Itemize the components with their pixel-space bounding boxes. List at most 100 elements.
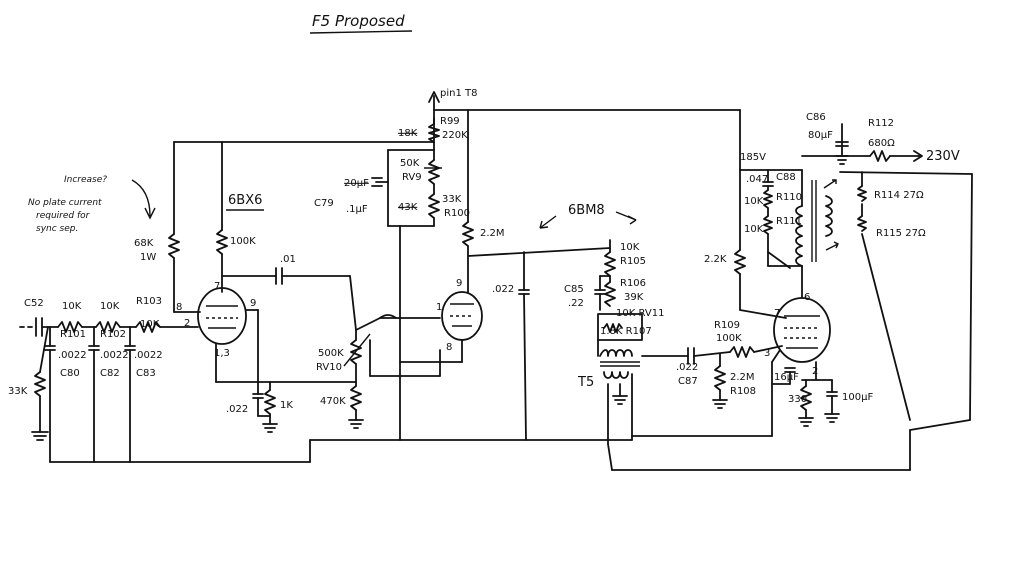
r99-label: R99	[440, 116, 460, 127]
c83-value: .0022	[134, 350, 163, 361]
c87-label: C87	[678, 376, 698, 387]
r101-value: 10K	[62, 301, 82, 312]
r115-label: R115 27Ω	[876, 228, 926, 239]
r105-value: 10K	[620, 242, 640, 253]
tube-6bx6-pin-9: 9	[250, 298, 256, 309]
schematic-title: F5 Proposed	[312, 12, 405, 30]
t5-transformer-secondary	[603, 371, 629, 379]
rv9-label: RV9	[402, 172, 422, 183]
c86-value: 80µF	[808, 130, 833, 141]
r22k-label: 2.2K	[704, 254, 727, 265]
tube-6bm8-pin-6: 6	[804, 292, 810, 303]
ground-icon	[262, 423, 278, 433]
r108-label: R108	[730, 386, 756, 397]
stage-6bm8: 2.2K 6 7 3 2 16µF 330 100µF	[631, 109, 973, 471]
arrow-icon	[825, 241, 839, 251]
tube-triode-pin-9: 9	[456, 278, 462, 289]
r110-label: R110	[776, 192, 802, 203]
tube-6bm8	[773, 297, 831, 363]
tube-6bm8-pin-7: 7	[774, 308, 780, 319]
v185-label: 185V	[740, 152, 766, 163]
r106-label: R106	[620, 278, 646, 289]
pin1-t8-label: pin1 T8	[440, 88, 477, 99]
r102-value: 10K	[100, 301, 120, 312]
ground-icon	[824, 413, 840, 423]
c86-label: C86	[806, 112, 826, 123]
r108-resistor	[714, 365, 726, 391]
tube-6bx6-pin-7: 7	[214, 281, 220, 292]
r109-resistor	[729, 346, 755, 358]
r100-resistor	[428, 193, 440, 219]
c16-label: 16µF	[774, 372, 799, 383]
r68k-wattage: 1W	[140, 252, 156, 263]
r101-label: R101	[60, 329, 86, 340]
r100-value-crossed: 43K	[398, 202, 418, 213]
tube-6bm8-label: 6BM8	[568, 203, 605, 218]
r100k-label: 100K	[230, 236, 256, 247]
r470k-label: 470K	[320, 396, 346, 407]
rv10-section: 500K RV10 470K	[316, 314, 441, 429]
rv9-value: 50K	[400, 158, 420, 169]
r115-resistor	[857, 215, 867, 232]
r108-value: 2.2M	[730, 372, 755, 383]
tube-6bm8-pin-3: 3	[764, 348, 770, 359]
r103-resistor	[135, 321, 161, 333]
c022a-label: .022	[226, 404, 248, 415]
rv9-potentiometer	[428, 159, 440, 185]
r111-label: R111	[776, 216, 802, 227]
r100-value: 33K	[442, 194, 462, 205]
r110-value: 10K	[744, 196, 764, 207]
r111-resistor	[763, 215, 773, 235]
stage-6bx6: pin1 T8 68K 1W 100K 6BX6 7 2 9 1,3 8 .01	[134, 88, 741, 433]
r330-label: 330	[788, 394, 807, 405]
r112-value: 680Ω	[868, 138, 895, 149]
output-transformer-primary	[795, 205, 803, 267]
design-note: Increase? No plate current required for …	[28, 175, 156, 234]
t5-transformer-primary	[599, 349, 633, 357]
c52-label: C52	[24, 298, 44, 309]
wire-crossover	[379, 314, 397, 319]
tube-6bx6-label: 6BX6	[228, 193, 262, 208]
r22m-label: 2.2M	[480, 228, 505, 239]
tube-triode-pin-8: 8	[446, 342, 452, 353]
c88-label: C88	[776, 172, 796, 183]
r106-resistor	[604, 281, 616, 307]
r114-label: R114 27Ω	[874, 190, 924, 201]
arrow-up-icon	[428, 91, 440, 103]
r103-value: 10K	[140, 319, 160, 330]
note-line-4: sync sep.	[36, 224, 78, 234]
c82-value: .0022	[100, 350, 129, 361]
r68k-label: 68K	[134, 238, 154, 249]
r106-value: 39K	[624, 292, 644, 303]
r22m-resistor	[462, 221, 474, 247]
ground-icon	[835, 155, 849, 165]
r107-label: 1.8K R107	[600, 326, 652, 337]
r103-label: R103	[136, 296, 162, 307]
rv10-label: RV10	[316, 362, 342, 373]
note-line-1: Increase?	[64, 175, 107, 185]
output-transformer-secondary	[825, 195, 833, 237]
c79-value-crossed: 20µF	[344, 178, 369, 189]
c022b-label: .022	[492, 284, 514, 295]
c01-label: .01	[280, 254, 296, 265]
v230-label: 230V	[926, 149, 960, 164]
tube-6bx6-pin-1-3: 1,3	[214, 348, 230, 359]
r107-loop	[597, 313, 643, 341]
r105-resistor	[604, 251, 616, 277]
stage-triode: C79 20µF .1µF 18K R99 220K 50K RV9 43K 3…	[314, 109, 633, 441]
r102-resistor	[95, 321, 121, 333]
ground-icon	[348, 419, 364, 429]
c85-value: .22	[568, 298, 584, 309]
r109-value: 100K	[716, 333, 742, 344]
r99-value: 220K	[442, 130, 468, 141]
r111-value: 10K	[744, 224, 764, 235]
note-line-2: No plate current	[28, 198, 102, 208]
r33k-resistor	[34, 371, 46, 397]
c85-label: C85	[564, 284, 584, 295]
r22k-resistor	[734, 249, 746, 275]
c82-label: C82	[100, 368, 120, 379]
r1k-resistor	[264, 389, 276, 415]
tube-6bx6-pin-2: 2	[184, 318, 190, 329]
title-underline	[309, 30, 413, 34]
c80-value: .0022	[58, 350, 87, 361]
